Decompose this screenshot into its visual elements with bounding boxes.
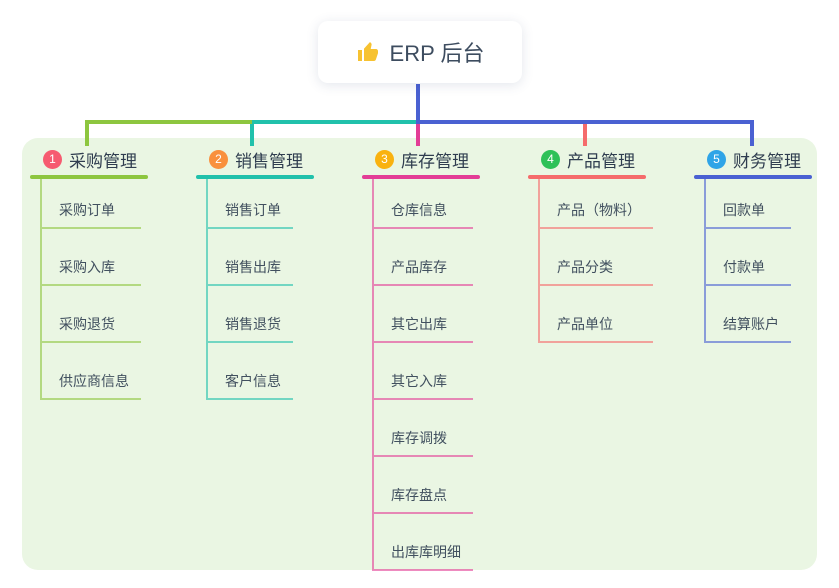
branch-number-badge: 2 xyxy=(209,149,228,169)
child-node[interactable]: 结算账户 xyxy=(706,286,791,343)
branch-node-采购管理[interactable]: 1 采购管理 xyxy=(30,146,148,172)
child-node[interactable]: 客户信息 xyxy=(208,343,293,400)
child-node-label: 产品（物料） xyxy=(557,202,641,218)
child-node[interactable]: 采购入库 xyxy=(42,229,141,286)
root-node[interactable]: ERP 后台 xyxy=(318,21,522,83)
branch-column: 1 采购管理采购订单采购入库采购退货供应商信息 xyxy=(30,146,148,400)
child-node[interactable]: 其它出库 xyxy=(374,286,473,343)
child-node[interactable]: 仓库信息 xyxy=(374,179,473,229)
branch-children: 采购订单采购入库采购退货供应商信息 xyxy=(40,179,141,400)
root-title: ERP 后台 xyxy=(389,41,485,66)
branch-title: 库存管理 xyxy=(401,151,469,171)
child-node[interactable]: 供应商信息 xyxy=(42,343,141,400)
branch-children: 仓库信息产品库存其它出库其它入库库存调拨库存盘点出库库明细 xyxy=(372,179,473,571)
branch-underline xyxy=(528,175,646,179)
child-node-label: 产品库存 xyxy=(391,259,447,275)
child-node[interactable]: 付款单 xyxy=(706,229,791,286)
child-node-label: 库存调拨 xyxy=(391,430,447,446)
child-node-label: 客户信息 xyxy=(225,373,281,389)
child-node-label: 销售出库 xyxy=(225,259,281,275)
branch-number-badge: 1 xyxy=(43,149,62,169)
thumbs-up-icon xyxy=(356,40,380,64)
child-node-label: 采购订单 xyxy=(59,202,115,218)
branch-column: 2 销售管理销售订单销售出库销售退货客户信息 xyxy=(196,146,314,400)
branch-children: 回款单付款单结算账户 xyxy=(704,179,791,343)
branch-children: 产品（物料） 产品分类产品单位 xyxy=(538,179,653,343)
branch-underline xyxy=(196,175,314,179)
child-node[interactable]: 销售出库 xyxy=(208,229,293,286)
child-node-label: 回款单 xyxy=(723,202,765,218)
child-node[interactable]: 产品单位 xyxy=(540,286,653,343)
child-node[interactable]: 采购订单 xyxy=(42,179,141,229)
child-node-label: 销售退货 xyxy=(225,316,281,332)
branch-underline xyxy=(30,175,148,179)
branch-underline xyxy=(362,175,480,179)
child-node[interactable]: 库存盘点 xyxy=(374,457,473,514)
child-node-label: 销售订单 xyxy=(225,202,281,218)
child-node-label: 供应商信息 xyxy=(59,373,129,389)
branch-title: 财务管理 xyxy=(733,151,801,171)
child-node-label: 出库库明细 xyxy=(391,544,461,560)
branch-node-财务管理[interactable]: 5 财务管理 xyxy=(694,146,812,172)
child-node[interactable]: 产品分类 xyxy=(540,229,653,286)
child-node[interactable]: 出库库明细 xyxy=(374,514,473,571)
child-node[interactable]: 销售订单 xyxy=(208,179,293,229)
child-node[interactable]: 产品库存 xyxy=(374,229,473,286)
child-node[interactable]: 销售退货 xyxy=(208,286,293,343)
branch-underline xyxy=(694,175,812,179)
child-node[interactable]: 采购退货 xyxy=(42,286,141,343)
branch-number-badge: 3 xyxy=(375,149,394,169)
child-node-label: 其它入库 xyxy=(391,373,447,389)
branch-number-badge: 5 xyxy=(707,149,726,169)
branch-number-badge: 4 xyxy=(541,149,560,169)
modules-panel xyxy=(22,138,817,570)
branch-column: 3 库存管理仓库信息产品库存其它出库其它入库库存调拨库存盘点出库库明细 xyxy=(362,146,480,571)
branch-column: 5 财务管理回款单付款单结算账户 xyxy=(694,146,812,343)
child-node[interactable]: 回款单 xyxy=(706,179,791,229)
child-node-label: 仓库信息 xyxy=(391,202,447,218)
child-node[interactable]: 其它入库 xyxy=(374,343,473,400)
child-node-label: 采购入库 xyxy=(59,259,115,275)
child-node-label: 采购退货 xyxy=(59,316,115,332)
branch-node-销售管理[interactable]: 2 销售管理 xyxy=(196,146,314,172)
child-node-label: 产品分类 xyxy=(557,259,613,275)
branch-children: 销售订单销售出库销售退货客户信息 xyxy=(206,179,293,400)
child-node-label: 结算账户 xyxy=(723,316,779,332)
branch-title: 采购管理 xyxy=(69,151,137,171)
branch-node-库存管理[interactable]: 3 库存管理 xyxy=(362,146,480,172)
child-node-label: 产品单位 xyxy=(557,316,613,332)
branch-node-产品管理[interactable]: 4 产品管理 xyxy=(528,146,653,172)
child-node-label: 付款单 xyxy=(723,259,765,275)
branch-column: 4 产品管理产品（物料） 产品分类产品单位 xyxy=(528,146,653,343)
child-node[interactable]: 产品（物料） xyxy=(540,179,653,229)
child-node-label: 其它出库 xyxy=(391,316,447,332)
child-node[interactable]: 库存调拨 xyxy=(374,400,473,457)
child-node-label: 库存盘点 xyxy=(391,487,447,503)
branch-title: 产品管理 xyxy=(567,151,635,171)
branch-title: 销售管理 xyxy=(235,151,303,171)
